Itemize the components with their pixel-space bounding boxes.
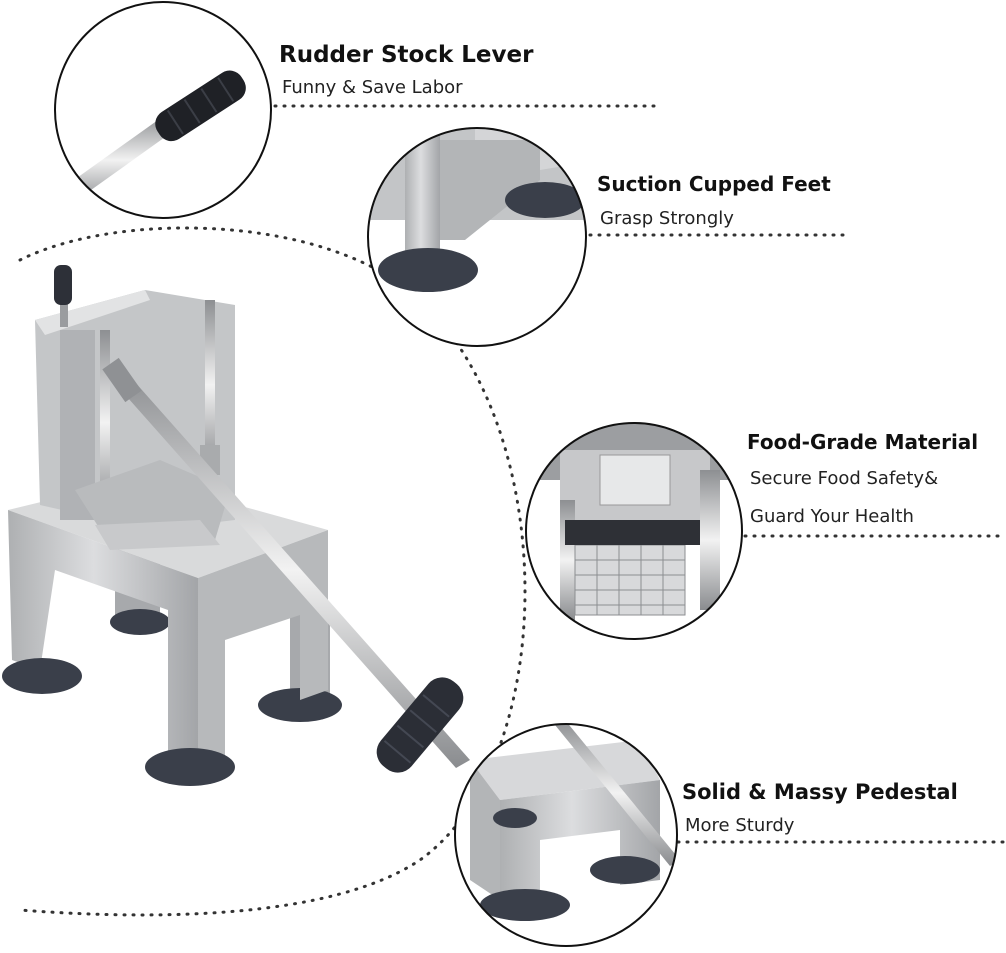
detail-circle-lever [54,1,272,219]
blade-grid [574,544,686,616]
feature-title-lever: Rudder Stock Lever [279,42,534,68]
feature-title-feet: Suction Cupped Feet [597,172,831,196]
feature-title-material: Food-Grade Material [747,430,979,454]
feature-subtitle-material-line2: Guard Your Health [750,506,914,527]
dotted-arc-main [18,226,527,917]
detail-circle-pedestal [454,723,678,947]
detail-circle-blades [525,422,743,640]
main-machine [2,265,470,786]
feature-subtitle-pedestal: More Sturdy [685,815,795,836]
feature-title-pedestal: Solid & Massy Pedestal [682,780,958,804]
feature-subtitle-lever: Funny & Save Labor [282,77,463,98]
feature-subtitle-feet: Grasp Strongly [600,208,734,229]
feature-subtitle-material-line1: Secure Food Safety& [750,468,939,489]
detail-circle-feet [367,127,587,347]
